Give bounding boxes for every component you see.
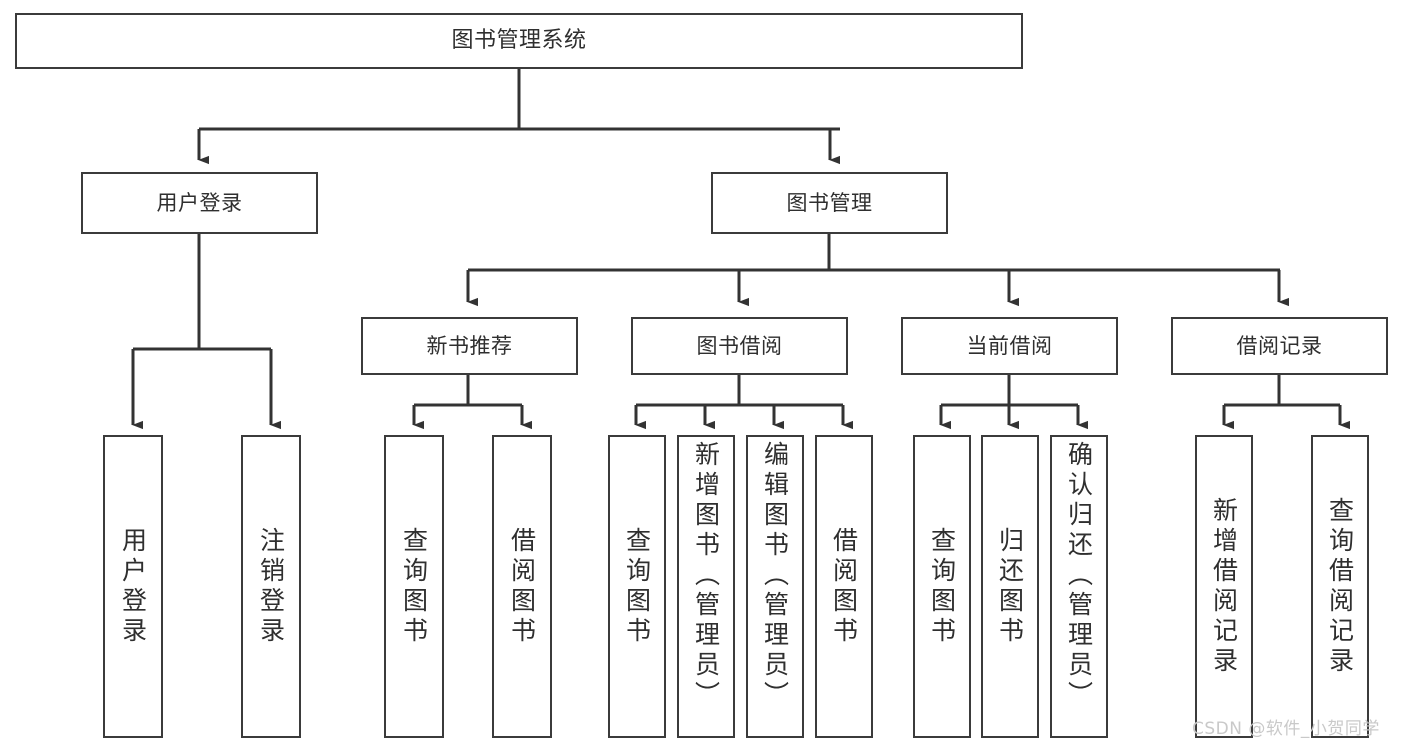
node-user-login[interactable]: 用户登录: [81, 172, 318, 234]
node-leaf-confirm-return[interactable]: 确认归还（管理员）: [1050, 435, 1108, 738]
node-user-login-label: 用户登录: [156, 190, 243, 215]
node-leaf-logout-label: 注销登录: [256, 526, 286, 647]
node-leaf-borrow-book-2[interactable]: 借阅图书: [815, 435, 873, 738]
node-leaf-query-book-3-label: 查询图书: [927, 526, 957, 647]
node-leaf-return-book-label: 归还图书: [995, 526, 1025, 647]
node-root[interactable]: 图书管理系统: [15, 13, 1023, 69]
node-leaf-query-book-1-label: 查询图书: [399, 526, 429, 647]
node-leaf-query-book-1[interactable]: 查询图书: [384, 435, 444, 738]
node-leaf-borrow-book-2-label: 借阅图书: [829, 526, 859, 647]
node-leaf-add-record[interactable]: 新增借阅记录: [1195, 435, 1253, 738]
node-new-book-rec[interactable]: 新书推荐: [361, 317, 578, 375]
node-leaf-user-login[interactable]: 用户登录: [103, 435, 163, 738]
node-leaf-query-record-label: 查询借阅记录: [1325, 496, 1355, 677]
node-leaf-borrow-book-1[interactable]: 借阅图书: [492, 435, 552, 738]
node-leaf-query-record[interactable]: 查询借阅记录: [1311, 435, 1369, 738]
node-leaf-edit-book-label: 编辑图书（管理员）: [760, 441, 790, 711]
node-book-manage-label: 图书管理: [786, 190, 873, 215]
node-leaf-query-book-2[interactable]: 查询图书: [608, 435, 666, 738]
node-leaf-add-book[interactable]: 新增图书（管理员）: [677, 435, 735, 738]
node-leaf-logout[interactable]: 注销登录: [241, 435, 301, 738]
node-leaf-borrow-book-1-label: 借阅图书: [507, 526, 537, 647]
node-current-borrow-label: 当前借阅: [966, 333, 1053, 358]
node-borrow-record[interactable]: 借阅记录: [1171, 317, 1388, 375]
node-book-manage[interactable]: 图书管理: [711, 172, 948, 234]
node-borrow-record-label: 借阅记录: [1236, 333, 1323, 358]
node-leaf-edit-book[interactable]: 编辑图书（管理员）: [746, 435, 804, 738]
node-current-borrow[interactable]: 当前借阅: [901, 317, 1118, 375]
node-book-borrow[interactable]: 图书借阅: [631, 317, 848, 375]
node-leaf-confirm-return-label: 确认归还（管理员）: [1064, 441, 1094, 711]
node-leaf-add-book-label: 新增图书（管理员）: [691, 441, 721, 711]
node-leaf-add-record-label: 新增借阅记录: [1209, 496, 1239, 677]
node-leaf-query-book-3[interactable]: 查询图书: [913, 435, 971, 738]
node-new-book-rec-label: 新书推荐: [426, 333, 513, 358]
node-leaf-user-login-label: 用户登录: [118, 526, 148, 647]
node-leaf-return-book[interactable]: 归还图书: [981, 435, 1039, 738]
node-book-borrow-label: 图书借阅: [696, 333, 783, 358]
node-root-label: 图书管理系统: [451, 28, 587, 54]
node-leaf-query-book-2-label: 查询图书: [622, 526, 652, 647]
